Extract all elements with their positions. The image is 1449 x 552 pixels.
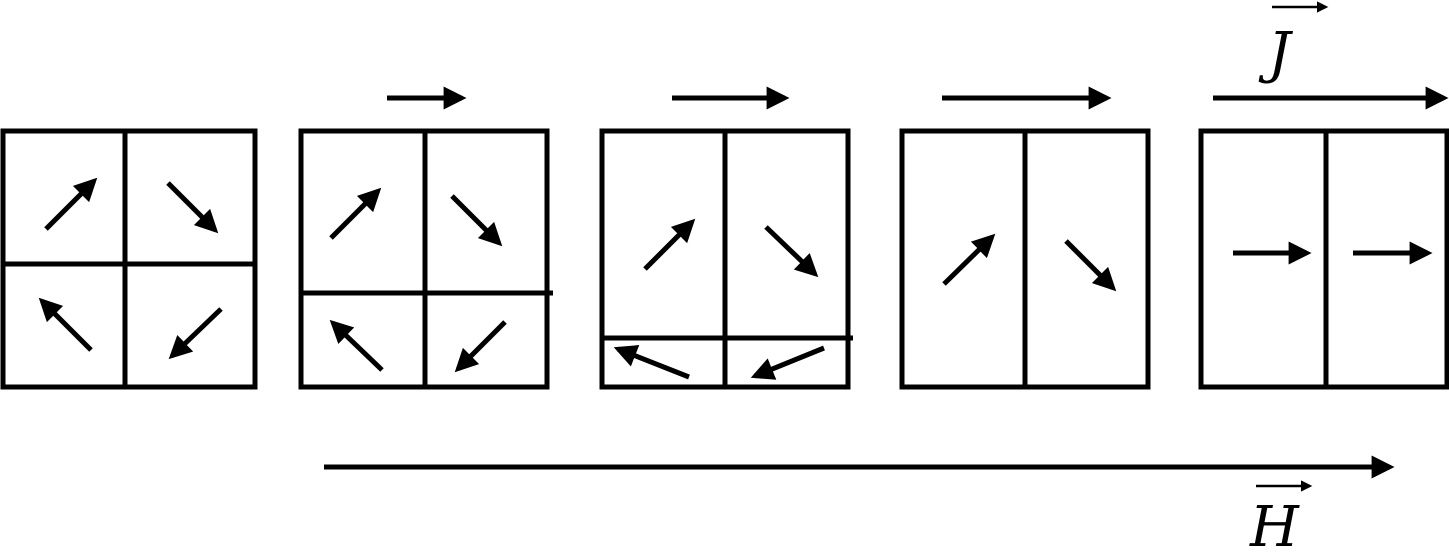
- field-symbol: H: [1249, 495, 1300, 552]
- panel-3-arrow-left: [613, 345, 690, 380]
- panel-2-arrow-up-right: [329, 187, 382, 240]
- field-label: H: [1249, 480, 1313, 552]
- magnetization-label: J: [1258, 1, 1329, 86]
- domain-panel-4: [899, 86, 1151, 390]
- panel-2-arrow-down-right: [450, 194, 503, 247]
- panel-3-arrow-down-right: [764, 225, 819, 278]
- domain-panel-3: [599, 86, 853, 390]
- panel-4-arrow-up-right: [942, 233, 996, 286]
- panel-3-arrow-up-right: [643, 218, 696, 271]
- panel-2-arrow-down-left: [454, 320, 507, 373]
- panel-1-arrow-down-right: [166, 181, 219, 234]
- panel-2-arrow-up-left: [329, 319, 384, 372]
- panel-1-frame: [0, 128, 258, 390]
- domain-panel-5: [1198, 86, 1449, 390]
- panel-1-arrow-down-left: [168, 307, 223, 360]
- panel-1-arrow-up-right: [44, 177, 98, 231]
- panel-4-arrow-down-right: [1064, 239, 1117, 292]
- panel-3-arrow-down-left: [750, 345, 825, 380]
- domain-panel-2: [298, 86, 553, 390]
- domain-panel-1: [0, 128, 258, 390]
- magnetization-symbol: J: [1258, 21, 1294, 86]
- panel-1-arrow-up-left: [38, 297, 93, 352]
